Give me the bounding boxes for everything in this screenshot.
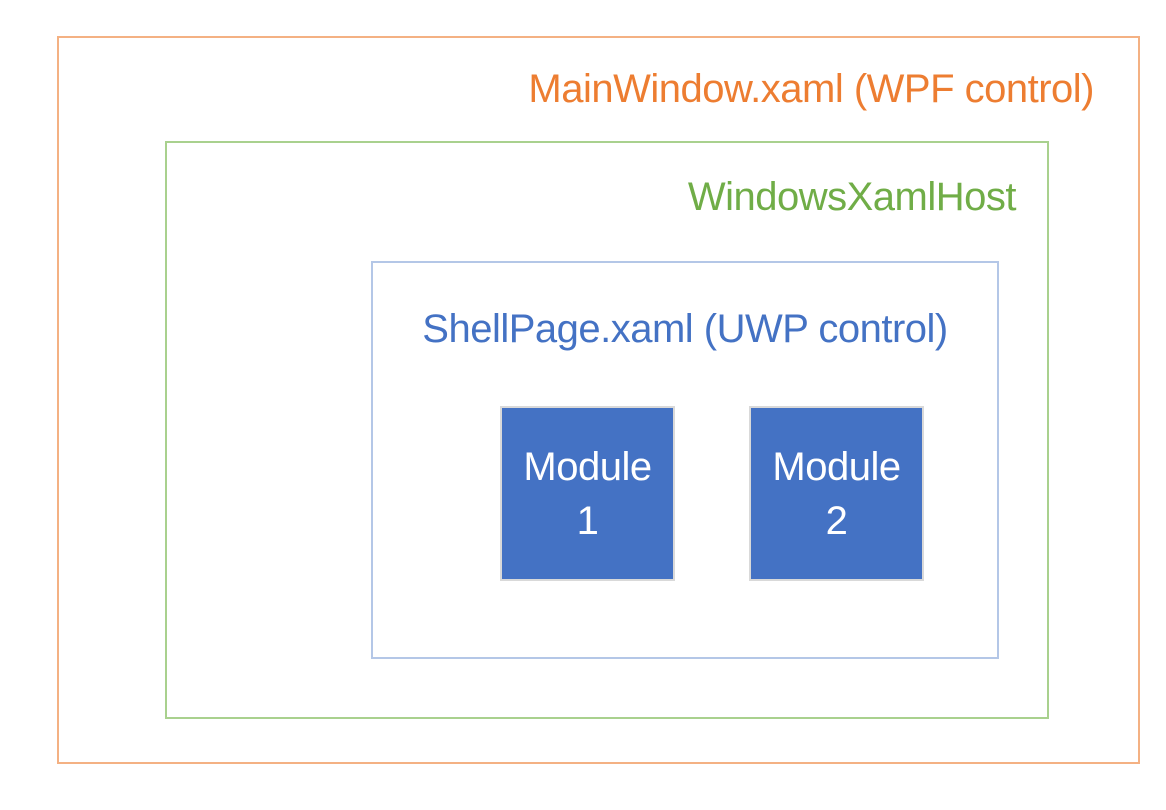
windows-xaml-host-label: WindowsXamlHost (687, 175, 1017, 219)
module-2-number: 2 (825, 498, 848, 543)
wpf-mainwindow-label: MainWindow.xaml (WPF control) (528, 67, 1094, 111)
module-2-name: Module (772, 444, 901, 489)
shellpage-uwp-box: ShellPage.xaml (UWP control) Module 1 Mo… (371, 261, 999, 659)
shellpage-uwp-label: ShellPage.xaml (UWP control) (422, 307, 948, 351)
windows-xaml-host-box: WindowsXamlHost ShellPage.xaml (UWP cont… (165, 141, 1049, 719)
module-2-block: Module 2 (749, 406, 924, 581)
module-1-block: Module 1 (500, 406, 675, 581)
wpf-mainwindow-box: MainWindow.xaml (WPF control) WindowsXam… (57, 36, 1140, 764)
module-1-name: Module (523, 444, 652, 489)
module-1-number: 1 (576, 498, 599, 543)
